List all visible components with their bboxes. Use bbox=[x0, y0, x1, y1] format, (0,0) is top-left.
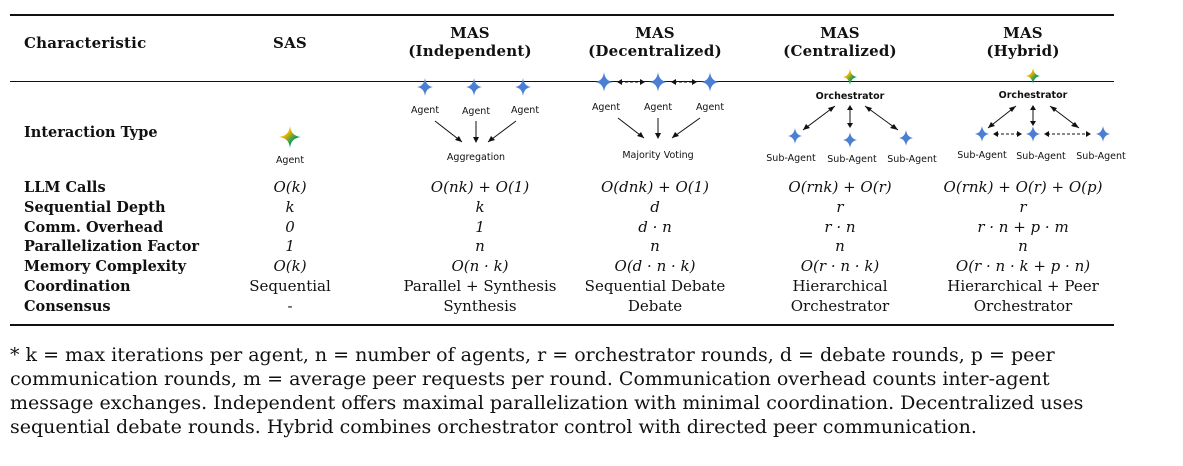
agent-label: Agent bbox=[644, 102, 672, 113]
row-label: Parallelization Factor bbox=[24, 238, 200, 256]
agent-label: Agent bbox=[411, 105, 439, 116]
hybrid-diagram: Orchestrator bbox=[948, 68, 1126, 176]
table-cell: Sequential Debate bbox=[584, 277, 726, 295]
subagent-star-icon bbox=[843, 132, 857, 148]
gemini-star-icon bbox=[279, 126, 301, 148]
table-top-rule bbox=[10, 14, 1114, 16]
header-mas-hybrid-line2: (Hybrid) bbox=[986, 42, 1060, 60]
table-cell: O(dnk) + O(1) bbox=[600, 178, 709, 196]
subagent-star-icon bbox=[788, 128, 802, 144]
independent-diagram: Agent Agent Agent Aggregation bbox=[400, 76, 550, 176]
table-cell: O(k) bbox=[273, 257, 307, 276]
agent-star-icon bbox=[466, 78, 482, 96]
row-label: Comm. Overhead bbox=[24, 218, 164, 236]
table-cell: 1 bbox=[475, 217, 485, 236]
table-cell: Parallel + Synthesis bbox=[403, 277, 557, 295]
table-cell: O(rnk) + O(r) bbox=[788, 178, 892, 196]
agent-label: Agent bbox=[592, 102, 620, 113]
agent-label: Agent bbox=[696, 102, 724, 113]
table-cell: 1 bbox=[285, 237, 295, 256]
header-mas-centralized-line2: (Centralized) bbox=[783, 42, 897, 60]
row-label: LLM Calls bbox=[24, 179, 106, 196]
agent-label: Agent bbox=[511, 105, 539, 116]
table-cell: n bbox=[835, 237, 845, 256]
sas-diagram: Agent bbox=[260, 76, 320, 176]
subagent-star-icon bbox=[975, 126, 989, 142]
subagent-label: Sub-Agent bbox=[766, 153, 816, 164]
table-header-rule bbox=[10, 81, 1114, 82]
decentralized-diagram: Agent Agent Agent Majority Voting bbox=[582, 72, 742, 176]
table-cell: O(r · n · k) bbox=[800, 257, 880, 276]
agent-star-icon bbox=[595, 72, 613, 92]
header-mas-decentralized-line2: (Decentralized) bbox=[588, 42, 722, 60]
aggregation-label: Aggregation bbox=[447, 152, 505, 163]
table-cell: n bbox=[475, 237, 485, 256]
agent-star-icon bbox=[649, 72, 667, 92]
subagent-star-icon bbox=[1096, 126, 1110, 142]
table-cell: Debate bbox=[627, 296, 683, 315]
header-mas-independent: MAS (Independent) bbox=[390, 24, 550, 60]
majority-voting-label: Majority Voting bbox=[622, 150, 693, 161]
subagent-label: Sub-Agent bbox=[887, 154, 937, 165]
table-cell: O(k) bbox=[273, 178, 307, 196]
table-cell: Orchestrator bbox=[790, 296, 890, 315]
table-cell: - bbox=[287, 296, 293, 315]
table-cell: k bbox=[475, 197, 485, 216]
table-cell: r bbox=[836, 197, 844, 216]
row-label: Memory Complexity bbox=[24, 258, 187, 276]
header-mas-hybrid: MAS (Hybrid) bbox=[953, 24, 1093, 60]
header-mas-decentralized: MAS (Decentralized) bbox=[580, 24, 730, 60]
header-mas-centralized-line1: MAS bbox=[820, 24, 860, 42]
header-mas-hybrid-line1: MAS bbox=[1003, 24, 1043, 42]
orchestrator-label: Orchestrator bbox=[816, 91, 885, 102]
header-characteristic: Characteristic bbox=[24, 34, 147, 52]
table-cell: O(r · n · k + p · n) bbox=[955, 257, 1091, 276]
table-cell: Orchestrator bbox=[973, 296, 1073, 315]
table-cell: O(n · k) bbox=[451, 257, 509, 276]
agent-label: Agent bbox=[462, 106, 490, 117]
subagent-label: Sub-Agent bbox=[957, 150, 1007, 161]
table-cell: O(rnk) + O(r) + O(p) bbox=[943, 178, 1103, 196]
agent-star-icon bbox=[515, 78, 531, 96]
orchestrator-star-icon bbox=[1026, 68, 1040, 84]
centralized-diagram: Orchestrator Sub-Agent Sub-Agent Sub-Age… bbox=[765, 69, 937, 176]
header-mas-decentralized-line1: MAS bbox=[635, 24, 675, 42]
subagent-label: Sub-Agent bbox=[1076, 151, 1126, 162]
header-mas-independent-line2: (Independent) bbox=[408, 42, 532, 60]
row-label: Coordination bbox=[24, 278, 131, 295]
row-label: Consensus bbox=[24, 297, 111, 315]
subagent-label: Sub-Agent bbox=[827, 154, 877, 165]
sas-agent-label: Agent bbox=[276, 155, 304, 166]
table-cell: Synthesis bbox=[443, 296, 517, 315]
table-cell: Hierarchical bbox=[792, 277, 888, 295]
table-cell: O(d · n · k) bbox=[614, 257, 696, 276]
subagent-star-icon bbox=[899, 130, 913, 146]
table-cell: k bbox=[285, 197, 295, 216]
table-cell: n bbox=[1018, 237, 1028, 256]
table-cell: n bbox=[650, 237, 660, 256]
header-mas-centralized: MAS (Centralized) bbox=[770, 24, 910, 60]
orchestrator-label: Orchestrator bbox=[999, 90, 1068, 101]
table-cell: Sequential bbox=[249, 277, 331, 295]
row-label-interaction-type: Interaction Type bbox=[24, 124, 158, 141]
table-cell: Hierarchical + Peer bbox=[947, 277, 1099, 295]
table-cell: r bbox=[1019, 197, 1027, 216]
orchestrator-star-icon bbox=[843, 69, 857, 85]
table-bottom-rule bbox=[10, 324, 1114, 326]
subagent-label: Sub-Agent bbox=[1016, 151, 1066, 162]
table-cell: d · n bbox=[638, 217, 672, 236]
row-label: Sequential Depth bbox=[24, 198, 166, 216]
agent-star-icon bbox=[701, 72, 719, 92]
footnote: * k = max iterations per agent, n = numb… bbox=[10, 344, 1084, 438]
subagent-star-icon bbox=[1026, 126, 1040, 142]
table-cell: 0 bbox=[285, 217, 295, 236]
table-cell: O(nk) + O(1) bbox=[430, 178, 530, 196]
table-cell: r · n bbox=[824, 217, 856, 236]
agent-star-icon bbox=[417, 78, 433, 96]
table-cell: d bbox=[650, 197, 660, 216]
header-mas-independent-line1: MAS bbox=[450, 24, 490, 42]
header-sas: SAS bbox=[273, 34, 307, 52]
table-cell: r · n + p · m bbox=[977, 217, 1069, 236]
